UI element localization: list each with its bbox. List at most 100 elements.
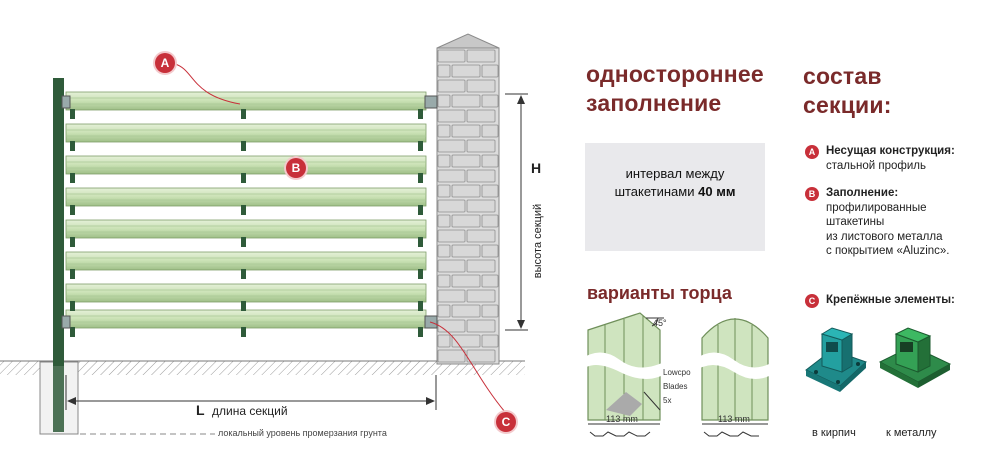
brick (466, 139, 496, 153)
brick (437, 274, 451, 288)
composition-item-a-line1: стальной профиль (826, 159, 926, 172)
stud (418, 205, 423, 215)
stud (241, 173, 246, 183)
stud (70, 269, 75, 279)
stud (241, 237, 246, 247)
stud (418, 327, 423, 337)
brick (481, 154, 499, 168)
brick (437, 259, 466, 273)
slat (65, 219, 427, 239)
brick (481, 124, 499, 138)
stud (241, 205, 246, 215)
brick (466, 289, 496, 303)
bracket-metal-drawing (878, 327, 952, 388)
stud (418, 141, 423, 151)
brick (451, 214, 481, 228)
one-sided-title: одностороннее заполнение (586, 60, 764, 118)
bracket-metal-caption: к металлу (886, 427, 937, 439)
length-dimension (65, 375, 437, 410)
brick (481, 334, 499, 348)
stud (70, 141, 75, 151)
picket-variant-rounded (694, 318, 776, 421)
brick (466, 259, 496, 273)
stud (70, 301, 75, 311)
slat (65, 187, 427, 207)
brick (451, 154, 481, 168)
brick (451, 94, 481, 108)
brick (437, 199, 466, 213)
composition-title-line2: секции: (803, 92, 892, 118)
brick (466, 199, 496, 213)
brick (466, 79, 496, 93)
composition-item-a: Несущая конструкция: стальной профиль (826, 144, 996, 173)
stud (241, 269, 246, 279)
brick (481, 214, 499, 228)
stud (70, 173, 75, 183)
composition-item-b-line2: штакетины (826, 216, 885, 228)
height-caption: высота секций (532, 203, 544, 279)
one-sided-title-line1: одностороннее (586, 61, 764, 87)
composition-item-b-line3: из листового металла (826, 230, 943, 243)
stud (418, 237, 423, 247)
marker-b: B (286, 158, 306, 178)
brick (437, 349, 466, 363)
brick (437, 184, 451, 198)
slat (65, 309, 427, 329)
mount-bottom-left (61, 315, 71, 329)
brick (437, 214, 451, 228)
stud (241, 327, 246, 337)
brick (451, 274, 481, 288)
steel-post-underground (53, 366, 64, 432)
bracket-brick-caption: в кирпич (812, 427, 856, 439)
composition-marker-b: B (805, 187, 819, 201)
composition-item-b-title: Заполнение: (826, 187, 899, 199)
ground-hatch (0, 361, 525, 375)
slat (65, 283, 427, 303)
composition-title: состав секции: (803, 62, 892, 120)
stud (418, 301, 423, 311)
brick (481, 64, 499, 78)
brick (437, 289, 466, 303)
height-label: H (531, 160, 542, 176)
brick (437, 109, 466, 123)
brick (481, 184, 499, 198)
brick (466, 109, 496, 123)
brick-courses (437, 49, 499, 363)
brick (451, 184, 481, 198)
interval-line1: интервал между (625, 166, 725, 181)
leader-c (429, 321, 506, 413)
bracket-brick-drawing (805, 327, 867, 392)
composition-item-b: Заполнение: профилированные штакетины из… (826, 186, 996, 259)
mount-top-right (424, 95, 438, 109)
composition-item-b-line1: профилированные (826, 201, 927, 214)
stud (241, 301, 246, 311)
composition-item-a-title: Несущая конструкция: (826, 145, 955, 157)
one-sided-title-line2: заполнение (586, 90, 722, 116)
picket-width-dims (588, 423, 768, 437)
brick (451, 64, 481, 78)
stud (241, 141, 246, 151)
brick (437, 49, 466, 63)
stud (241, 109, 246, 119)
leader-a (174, 63, 241, 105)
brick (481, 304, 499, 318)
brick (437, 154, 451, 168)
brick (437, 64, 451, 78)
brick (437, 319, 466, 333)
interval-box (585, 143, 765, 251)
composition-marker-c: C (805, 294, 819, 308)
stud (418, 173, 423, 183)
marker-c: C (496, 412, 516, 432)
height-dimension (505, 93, 528, 331)
brick (437, 244, 451, 258)
brick (481, 274, 499, 288)
brick (437, 304, 451, 318)
stud (70, 205, 75, 215)
interval-value: 40 мм (698, 184, 736, 199)
stud (418, 269, 423, 279)
end-variants-title: варианты торца (587, 283, 732, 303)
length-label: L (196, 402, 205, 418)
part-label-1: Lowcpo (663, 368, 691, 377)
composition-title-line1: состав (803, 63, 882, 89)
